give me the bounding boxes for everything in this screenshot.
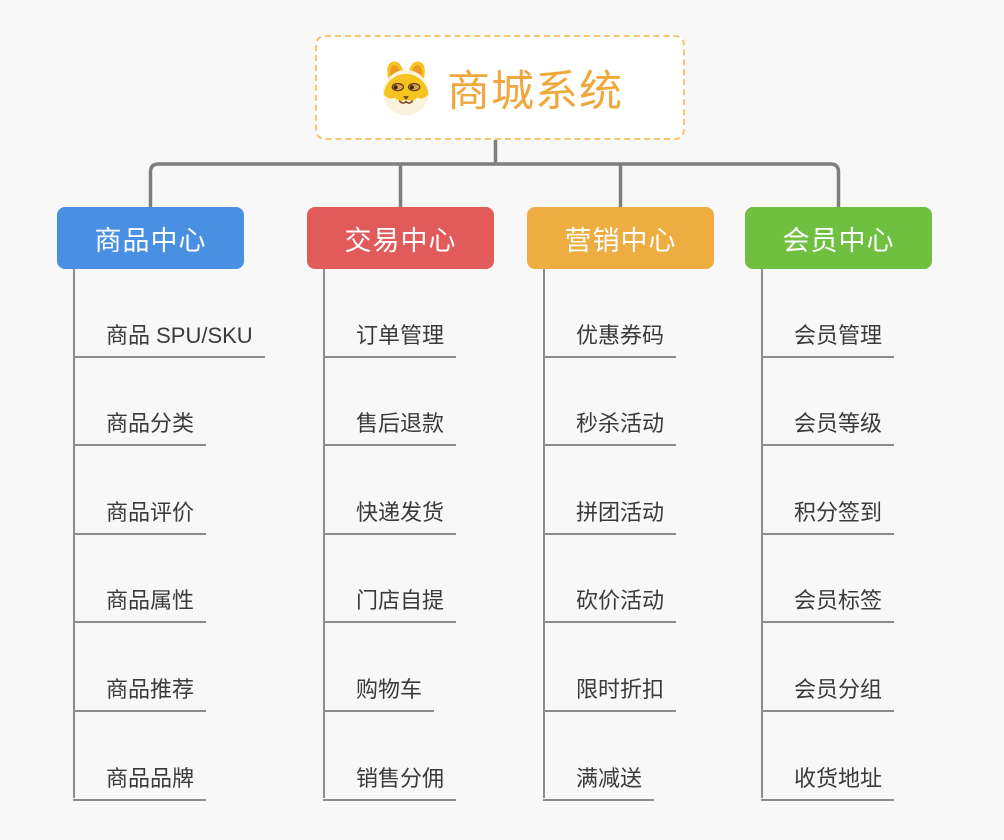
branch-trunk-line [323,269,325,798]
leaf-node[interactable]: 满减送 [543,761,655,801]
leaf-row: 商品评价 [57,446,297,535]
leaf-node[interactable]: 限时折扣 [543,672,677,712]
branch-node-marketing-center[interactable]: 营销中心 [527,207,714,269]
leaf-row: 商品属性 [57,535,297,624]
leaf-row: 限时折扣 [527,623,767,712]
leaf-row: 会员分组 [745,623,985,712]
leaf-row: 满减送 [527,712,767,801]
leaf-row: 砍价活动 [527,535,767,624]
leaf-row: 订单管理 [307,269,547,358]
branch-product-center: 商品中心 商品 SPU/SKU 商品分类 商品评价 商品属性 商品推荐 商品品牌 [57,207,297,801]
leaf-node[interactable]: 砍价活动 [543,583,677,624]
leaf-row: 优惠券码 [527,269,767,358]
leaf-node[interactable]: 订单管理 [323,318,457,358]
leaf-row: 购物车 [307,623,547,712]
leaf-row: 会员管理 [745,269,985,358]
leaf-node[interactable]: 拼团活动 [543,495,677,535]
leaf-row: 售后退款 [307,358,547,447]
branch-label: 营销中心 [564,225,677,256]
leaf-row: 商品分类 [57,358,297,447]
leaf-row: 拼团活动 [527,446,767,535]
leaf-node[interactable]: 购物车 [323,672,435,712]
leaf-node[interactable]: 会员标签 [761,583,895,624]
leaf-row: 会员标签 [745,535,985,624]
branch-node-member-center[interactable]: 会员中心 [745,207,932,269]
leaf-row: 销售分佣 [307,712,547,801]
leaf-row: 秒杀活动 [527,358,767,447]
leaf-node[interactable]: 售后退款 [323,406,457,447]
branch-trunk-line [761,269,763,798]
leaf-node[interactable]: 会员等级 [761,406,895,447]
leaf-node[interactable]: 商品 SPU/SKU [73,318,265,358]
branch-label: 交易中心 [344,225,457,256]
branch-label: 会员中心 [782,225,895,256]
branch-trade-center: 交易中心 订单管理 售后退款 快递发货 门店自提 购物车 销售分佣 [307,207,547,801]
leaf-node[interactable]: 商品属性 [73,583,207,624]
leaf-node[interactable]: 门店自提 [323,583,457,624]
leaf-node[interactable]: 积分签到 [761,495,895,535]
leaf-node[interactable]: 商品评价 [73,495,207,535]
leaf-node[interactable]: 会员分组 [761,672,895,712]
leaf-row: 门店自提 [307,535,547,624]
branch-rail-line [148,162,841,207]
leaf-row: 商品品牌 [57,712,297,801]
branch-label: 商品中心 [94,225,207,256]
leaf-row: 快递发货 [307,446,547,535]
leaf-row: 商品推荐 [57,623,297,712]
leaf-row: 收货地址 [745,712,985,801]
leaf-row: 商品 SPU/SKU [57,269,297,358]
leaf-node[interactable]: 快递发货 [323,495,457,535]
root-title: 商城系统 [447,67,623,116]
branch-marketing-center: 营销中心 优惠券码 秒杀活动 拼团活动 砍价活动 限时折扣 满减送 [527,207,767,801]
branch-node-product-center[interactable]: 商品中心 [57,207,244,269]
leaf-node[interactable]: 商品品牌 [73,761,207,801]
branch-node-trade-center[interactable]: 交易中心 [307,207,494,269]
leaf-node[interactable]: 商品分类 [73,406,207,447]
leaf-node[interactable]: 优惠券码 [543,318,677,358]
leaf-node[interactable]: 秒杀活动 [543,406,677,447]
branch-member-center: 会员中心 会员管理 会员等级 积分签到 会员标签 会员分组 收货地址 [745,207,985,801]
leaf-row: 会员等级 [745,358,985,447]
dog-face-icon [383,60,429,115]
leaf-node[interactable]: 销售分佣 [323,761,457,801]
leaf-node[interactable]: 商品推荐 [73,672,207,712]
root-node[interactable]: 商城系统 [315,35,685,140]
leaf-row: 积分签到 [745,446,985,535]
leaf-node[interactable]: 会员管理 [761,318,895,358]
branch-trunk-line [73,269,75,798]
leaf-node[interactable]: 收货地址 [761,761,895,801]
branch-trunk-line [543,269,545,798]
